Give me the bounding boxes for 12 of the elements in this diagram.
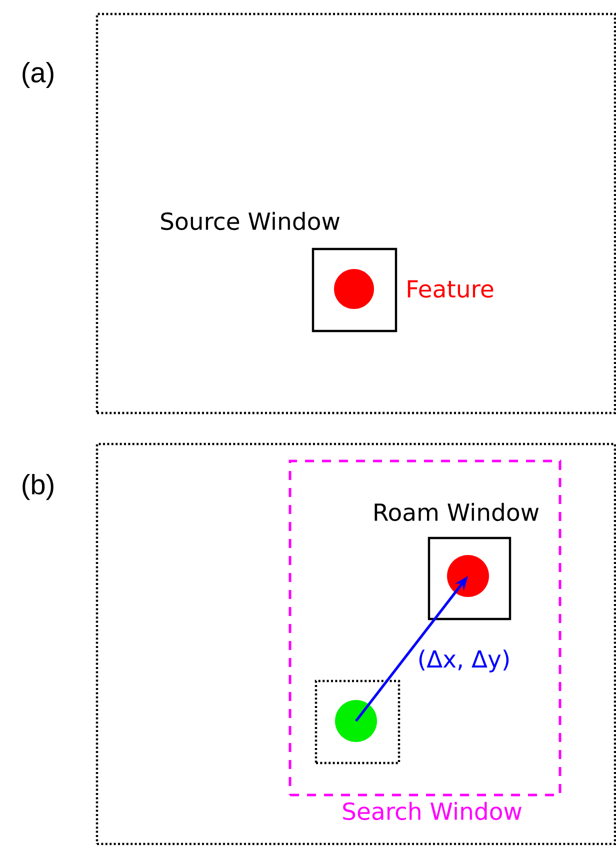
- feature-dot: [447, 555, 489, 597]
- window-label: Search Window: [343, 802, 522, 820]
- panel-frame: [96, 442, 616, 846]
- feature-label: Feature: [408, 280, 494, 298]
- edge-label: (Δx, Δy): [416, 648, 512, 674]
- panel-label: (b): [22, 474, 54, 500]
- window-label: Roam Window: [374, 502, 539, 522]
- dotted-box: [314, 680, 400, 764]
- window-label: Source Window: [161, 212, 340, 230]
- panel-frame: [96, 12, 616, 414]
- panel-label: (a): [22, 62, 54, 88]
- start-dot: [335, 700, 377, 742]
